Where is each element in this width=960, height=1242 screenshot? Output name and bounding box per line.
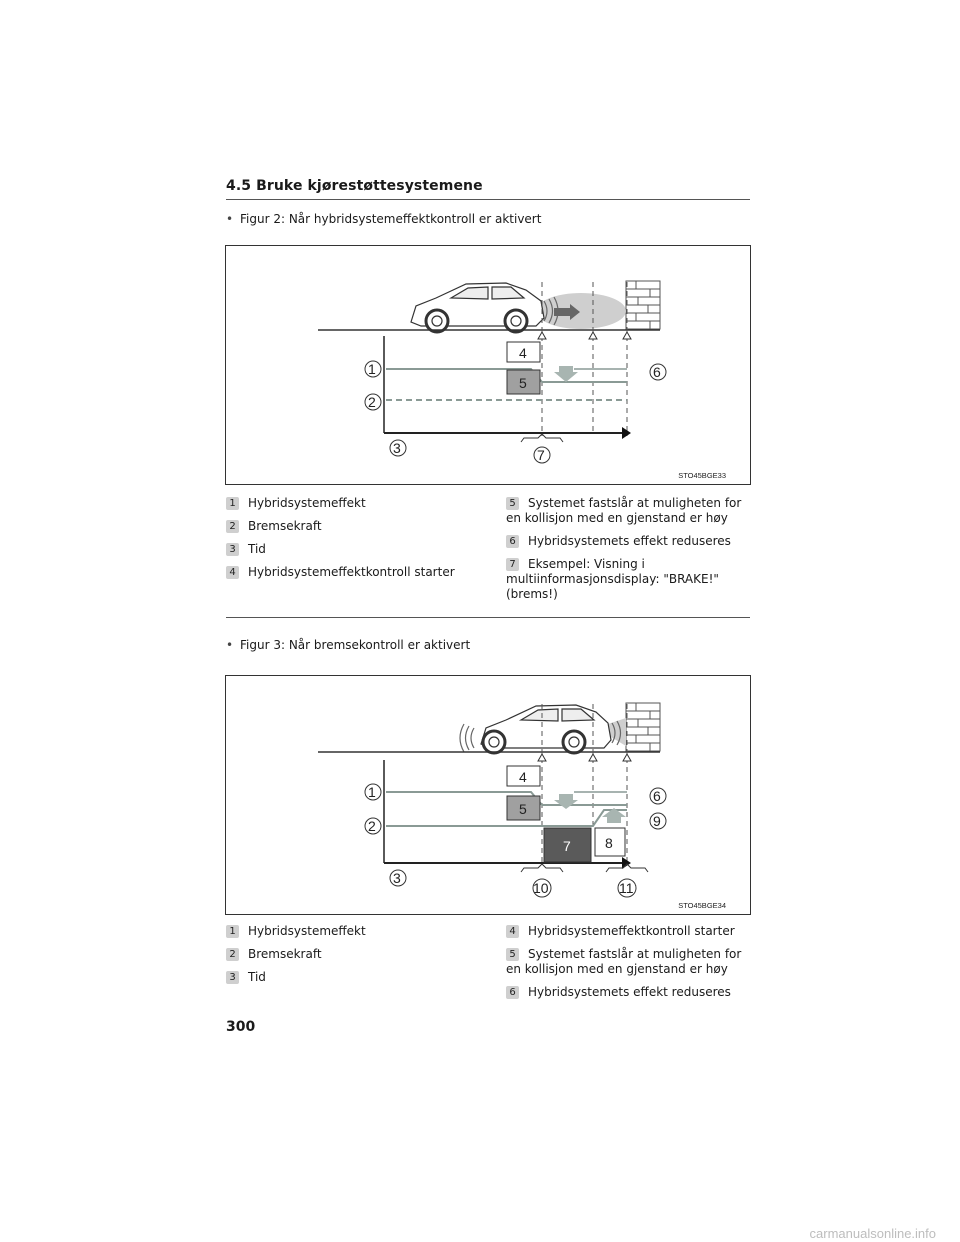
legend-text: Hybridsystemeffekt	[248, 496, 366, 510]
brick-wall-icon	[625, 702, 661, 752]
callout-4: 4	[519, 769, 527, 785]
figure2-code: STO45BGE33	[678, 471, 726, 480]
callout-11: 11	[619, 880, 634, 896]
bracket-10	[520, 863, 564, 873]
timing-markers	[537, 282, 632, 436]
legend-number: 5	[506, 948, 519, 961]
legend-number: 3	[226, 971, 239, 984]
legend-number: 1	[226, 925, 239, 938]
figure3-code: STO45BGE34	[678, 901, 726, 910]
callout-6: 6	[653, 364, 661, 380]
callout-5: 5	[519, 375, 527, 391]
legend-text: Hybridsystemeffekt	[248, 924, 366, 938]
legend-item: 2 Bremsekraft	[226, 519, 476, 534]
callout-2: 2	[368, 818, 376, 834]
legend-number: 3	[226, 543, 239, 556]
bullet-icon: •	[226, 638, 234, 652]
figure2-caption-text: Figur 2: Når hybridsystemeffektkontroll …	[240, 212, 542, 226]
legend-item: 3 Tid	[226, 970, 476, 985]
title-divider	[226, 199, 750, 200]
figure3-svg: 1 2 3 4 5 6 7 8 9 10 11	[318, 702, 667, 898]
legend-item: 6 Hybridsystemets effekt reduseres	[506, 534, 752, 549]
legend-text: Hybridsystemets effekt reduseres	[528, 985, 731, 999]
section-divider	[226, 617, 750, 618]
figure2-diagram: 1 2 3 4 5 6 7 STO45BGE33	[225, 245, 751, 485]
legend-item: 1 Hybridsystemeffekt	[226, 496, 476, 511]
legend-item: 4 Hybridsystemeffektkontroll starter	[226, 565, 476, 580]
legend-number: 1	[226, 497, 239, 510]
watermark-text: carmanualsonline.info	[809, 1226, 936, 1241]
reduce-arrow-icon	[554, 366, 578, 382]
callout-box-7	[543, 827, 592, 863]
figure3-diagram: 1 2 3 4 5 6 7 8 9 10 11 STO45BGE34	[225, 675, 751, 915]
brick-wall-icon	[625, 280, 661, 330]
bracket-7	[520, 433, 564, 443]
page-number: 300	[226, 1019, 256, 1035]
callout-1: 1	[368, 361, 376, 377]
sensor-beam-icon	[536, 293, 626, 329]
callout-box-8	[594, 827, 626, 857]
callout-5: 5	[519, 801, 527, 817]
callout-9: 9	[653, 813, 661, 829]
callout-3: 3	[393, 440, 401, 456]
figure3-caption-text: Figur 3: Når bremsekontroll er aktivert	[240, 638, 471, 652]
callout-box-5	[506, 795, 541, 821]
callout-2: 2	[368, 394, 376, 410]
legend-number: 2	[226, 520, 239, 533]
legend-text: Systemet fastslår at muligheten for en k…	[506, 947, 742, 976]
legend-text: Bremsekraft	[248, 947, 322, 961]
callout-10: 10	[533, 880, 549, 896]
legend-text: Hybridsystemeffektkontroll starter	[528, 924, 735, 938]
direction-arrow-icon	[554, 304, 580, 320]
legend-text: Eksempel: Visning i multiinformasjonsdis…	[506, 557, 719, 601]
legend-number: 6	[506, 986, 519, 999]
time-axis-arrow-icon	[622, 857, 631, 869]
legend-item: 4 Hybridsystemeffektkontroll starter	[506, 924, 752, 939]
increase-arrow-icon	[602, 808, 626, 823]
callout-4: 4	[519, 345, 527, 361]
legend-item: 3 Tid	[226, 542, 476, 557]
legend-text: Bremsekraft	[248, 519, 322, 533]
section-title: 4.5 Bruke kjørestøttesystemene	[226, 178, 483, 194]
legend-number: 6	[506, 535, 519, 548]
callout-7: 7	[537, 447, 545, 463]
car-icon	[459, 704, 622, 755]
legend-text: Systemet fastslår at muligheten for en k…	[506, 496, 742, 525]
legend-number: 5	[506, 497, 519, 510]
figure3-caption: • Figur 3: Når bremsekontroll er aktivert	[226, 638, 470, 652]
callout-box-5	[506, 369, 541, 395]
legend-number: 2	[226, 948, 239, 961]
figure2-svg: 1 2 3 4 5 6 7	[318, 280, 667, 464]
reduce-arrow-icon	[554, 794, 578, 809]
callout-box-4	[506, 341, 541, 363]
legend-item: 1 Hybridsystemeffekt	[226, 924, 476, 939]
time-axis-arrow-icon	[622, 427, 631, 439]
callout-box-4	[506, 765, 541, 787]
callout-7: 7	[563, 838, 571, 854]
figure3-legend-left: 1 Hybridsystemeffekt 2 Bremsekraft 3 Tid	[226, 924, 476, 985]
callout-8: 8	[605, 835, 613, 851]
legend-number: 7	[506, 558, 519, 571]
legend-text: Tid	[248, 542, 266, 556]
bullet-icon: •	[226, 212, 234, 226]
callout-3: 3	[393, 870, 401, 886]
legend-text: Tid	[248, 970, 266, 984]
legend-item: 6 Hybridsystemets effekt reduseres	[506, 985, 752, 1000]
legend-number: 4	[506, 925, 519, 938]
bracket-11	[605, 863, 649, 873]
legend-text: Hybridsystemeffektkontroll starter	[248, 565, 455, 579]
legend-number: 4	[226, 566, 239, 579]
legend-item: 2 Bremsekraft	[226, 947, 476, 962]
callout-6: 6	[653, 788, 661, 804]
figure2-caption: • Figur 2: Når hybridsystemeffektkontroll…	[226, 212, 541, 226]
legend-text: Hybridsystemets effekt reduseres	[528, 534, 731, 548]
callout-1: 1	[368, 784, 376, 800]
car-icon	[410, 282, 559, 334]
